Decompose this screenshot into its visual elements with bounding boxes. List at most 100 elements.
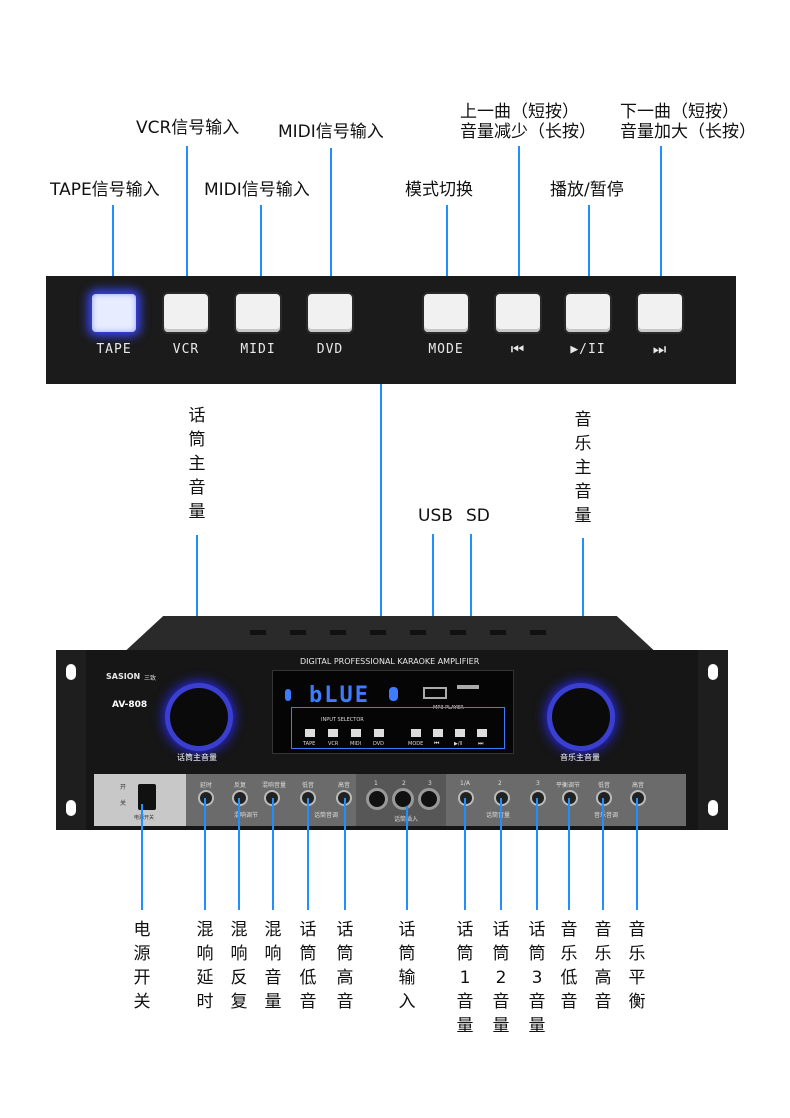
connector-line <box>446 205 448 293</box>
mic-master-volume-knob[interactable] <box>170 688 228 746</box>
vent-slot <box>330 630 346 635</box>
vent-slot <box>290 630 306 635</box>
connector-line <box>204 798 206 910</box>
vol2-label: 2 <box>498 780 502 787</box>
vent-slot <box>450 630 466 635</box>
brand-logo: SASION <box>106 672 141 681</box>
label-sd: SD <box>466 506 490 526</box>
label-midi-input-1: MIDI信号输入 <box>204 180 310 200</box>
bluetooth-icon <box>389 687 398 701</box>
mic-jack-2[interactable] <box>392 788 414 810</box>
lower-control-bar: 开 关 电源开关 延时 反复 混响音量 混响调节 低音 高音 话筒音调 1 2 … <box>94 774 686 826</box>
play-pause-button[interactable] <box>566 294 610 332</box>
display-readout: bLUE <box>309 683 370 708</box>
rack-hole <box>708 664 718 680</box>
vent-slot <box>490 630 506 635</box>
music-balance-knob[interactable] <box>562 790 578 806</box>
connector-line <box>602 798 604 910</box>
label-music-bass: 音乐低音 <box>560 920 578 1012</box>
sd-slot[interactable] <box>457 685 479 689</box>
mic-treble-label: 高音 <box>338 782 351 789</box>
mic-jack-3[interactable] <box>418 788 440 810</box>
amp-top-cover <box>120 616 660 656</box>
label-play-pause: 播放/暂停 <box>550 180 624 200</box>
next-button[interactable] <box>638 294 682 332</box>
mp3-player-label: MP3 PLAYER <box>433 705 464 711</box>
connector-line <box>432 534 434 684</box>
connector-line <box>196 535 198 685</box>
connector-line <box>186 146 188 293</box>
vent-slot <box>370 630 386 635</box>
music-treble-label: 高音 <box>632 782 645 789</box>
label-mic3-volume: 话筒3音量 <box>528 920 546 1036</box>
dvd-select-button[interactable] <box>374 729 384 737</box>
tape-button-label: TAPE <box>96 342 132 357</box>
connector-line <box>582 538 584 685</box>
echo-repeat-knob[interactable] <box>232 790 248 806</box>
label-mic1-volume: 话筒1音量 <box>456 920 474 1036</box>
mic-bass-label: 低音 <box>302 782 315 789</box>
echo-volume-label: 混响音量 <box>262 782 287 789</box>
next-select-button[interactable] <box>477 729 487 737</box>
mic3-volume-knob[interactable] <box>530 790 546 806</box>
mode-select-button[interactable] <box>411 729 421 737</box>
dvd-button-label: DVD <box>316 342 344 357</box>
connector-line <box>660 146 662 293</box>
label-next-line1: 下一曲（短按） <box>620 102 739 122</box>
mic2-volume-knob[interactable] <box>494 790 510 806</box>
power-switch-label: 电源开关 <box>134 815 155 821</box>
music-master-volume-knob[interactable] <box>552 688 610 746</box>
label-music-master-volume: 音乐主音量 <box>574 410 592 526</box>
rack-hole <box>708 800 718 816</box>
power-on-label: 开 <box>120 784 127 791</box>
midi-button[interactable] <box>236 294 280 332</box>
amp-header-text: DIGITAL PROFESSIONAL KARAOKE AMPLIFIER <box>300 657 480 666</box>
music-knob-label: 音乐主音量 <box>560 753 600 762</box>
connector-line <box>536 798 538 910</box>
echo-delay-knob[interactable] <box>198 790 214 806</box>
tape-select-button[interactable] <box>305 729 315 737</box>
connector-line <box>500 798 502 910</box>
sel-dvd-label: DVD <box>373 741 385 747</box>
label-mic-bass: 话筒低音 <box>299 920 317 1012</box>
vcr-button[interactable] <box>164 294 208 332</box>
power-switch[interactable] <box>138 784 156 810</box>
label-mic-master-volume: 话筒主音量 <box>188 406 206 522</box>
label-prev-line1: 上一曲（短按） <box>460 102 579 122</box>
music-treble-knob[interactable] <box>630 790 646 806</box>
prev-icon: ⏮ <box>510 340 526 358</box>
label-vcr-input: VCR信号输入 <box>136 118 240 138</box>
vent-slot <box>530 630 546 635</box>
vcr-select-button[interactable] <box>328 729 338 737</box>
connector-line <box>636 798 638 910</box>
echo-repeat-label: 反复 <box>234 782 247 789</box>
label-echo-volume: 混响音量 <box>264 920 282 1012</box>
mic-jack-1[interactable] <box>366 788 388 810</box>
mic-icon <box>285 689 291 701</box>
play-select-button[interactable] <box>455 729 465 737</box>
label-mic-input: 话筒输入 <box>398 920 416 1012</box>
rack-hole <box>66 664 76 680</box>
label-echo-delay: 混响延时 <box>196 920 214 1012</box>
connector-line <box>238 798 240 910</box>
label-tape-input: TAPE信号输入 <box>50 180 160 200</box>
sel-mode-label: MODE <box>408 741 424 747</box>
usb-port[interactable] <box>423 687 447 699</box>
tape-button[interactable] <box>92 294 136 332</box>
midi-button-label: MIDI <box>240 342 276 357</box>
play-pause-icon: ▶/II <box>570 342 606 357</box>
connector-line <box>568 798 570 910</box>
midi-select-button[interactable] <box>351 729 361 737</box>
label-midi-input-2: MIDI信号输入 <box>278 122 384 142</box>
prev-button[interactable] <box>496 294 540 332</box>
prev-select-button[interactable] <box>433 729 443 737</box>
label-music-balance: 音乐平衡 <box>628 920 646 1012</box>
music-bass-knob[interactable] <box>596 790 612 806</box>
mode-button[interactable] <box>424 294 468 332</box>
dvd-button[interactable] <box>308 294 352 332</box>
mic-vol-group-label: 话筒音量 <box>486 812 511 819</box>
connector-line <box>307 798 309 910</box>
mic1-volume-knob[interactable] <box>458 790 474 806</box>
button-strip-closeup: TAPE VCR MIDI DVD MODE ⏮ ▶/II ⏭ <box>46 276 736 384</box>
sel-vcr-label: VCR <box>328 741 339 747</box>
